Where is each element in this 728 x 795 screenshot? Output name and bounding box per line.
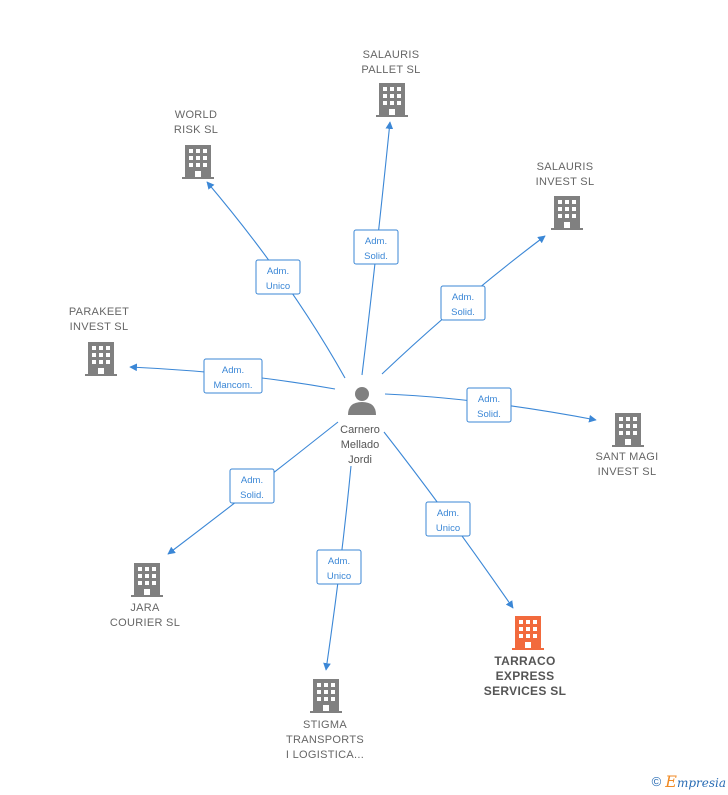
- role-text: Unico: [436, 523, 460, 534]
- role-text: Adm.: [328, 556, 350, 567]
- role-text: Adm.: [437, 508, 459, 519]
- brand-logo: Empresia: [665, 772, 726, 791]
- role-text: Adm.: [452, 292, 474, 303]
- company-label: INVEST SL: [536, 176, 595, 188]
- company-label: EXPRESS: [496, 669, 555, 683]
- company-label: TRANSPORTS: [286, 734, 364, 746]
- company-label: COURIER SL: [110, 617, 180, 629]
- role-badge[interactable]: Adm. Solid.: [229, 468, 275, 504]
- company-node-world-risk[interactable]: WORLD RISK SL: [174, 109, 218, 179]
- company-label: I LOGISTICA...: [286, 749, 364, 761]
- role-text: Unico: [327, 571, 351, 582]
- company-node-salauris-pallet[interactable]: SALAURIS PALLET SL: [361, 49, 420, 117]
- role-badge[interactable]: Adm. Solid.: [440, 285, 486, 321]
- company-node-sant-magi-invest[interactable]: SANT MAGI INVEST SL: [595, 413, 658, 478]
- role-text: Adm.: [222, 365, 244, 376]
- role-text: Unico: [266, 281, 290, 292]
- role-badge[interactable]: Adm. Mancom.: [203, 358, 263, 394]
- role-badge[interactable]: Adm. Unico: [255, 259, 301, 295]
- company-label: JARA: [130, 602, 160, 614]
- person-label: Jordi: [348, 454, 372, 466]
- person-icon: [348, 387, 376, 415]
- company-label: SALAURIS: [537, 161, 594, 173]
- company-label: SANT MAGI: [595, 451, 658, 463]
- role-badge[interactable]: Adm. Unico: [425, 501, 471, 537]
- company-label: INVEST SL: [70, 321, 129, 333]
- person-label: Mellado: [341, 439, 380, 451]
- company-node-salauris-invest[interactable]: SALAURIS INVEST SL: [536, 161, 595, 230]
- role-text: Solid.: [240, 490, 264, 501]
- role-text: Adm.: [365, 236, 387, 247]
- building-icon: [310, 679, 342, 713]
- building-icon: [131, 563, 163, 597]
- building-icon: [85, 342, 117, 376]
- footer-brand: © Empresia: [652, 772, 726, 791]
- role-badge[interactable]: Adm. Unico: [316, 549, 362, 585]
- copyright-icon: ©: [651, 774, 662, 789]
- company-label: TARRACO: [494, 654, 555, 668]
- role-text: Adm.: [241, 475, 263, 486]
- company-label: PALLET SL: [361, 64, 420, 76]
- role-text: Solid.: [364, 251, 388, 262]
- role-badge[interactable]: Adm. Solid.: [466, 387, 512, 423]
- company-label: SERVICES SL: [484, 684, 566, 698]
- role-badge[interactable]: Adm. Solid.: [353, 229, 399, 265]
- role-text: Mancom.: [213, 380, 252, 391]
- role-text: Solid.: [451, 307, 475, 318]
- building-icon: [612, 413, 644, 447]
- role-text: Adm.: [267, 266, 289, 277]
- company-node-stigma-transports[interactable]: STIGMA TRANSPORTS I LOGISTICA...: [286, 679, 364, 761]
- company-label: WORLD: [175, 109, 217, 121]
- company-node-jara-courier[interactable]: JARA COURIER SL: [110, 563, 180, 629]
- building-icon: [512, 616, 544, 650]
- company-label: STIGMA: [303, 719, 347, 731]
- building-icon: [551, 196, 583, 230]
- company-node-parakeet-invest[interactable]: PARAKEET INVEST SL: [69, 306, 129, 376]
- company-label: PARAKEET: [69, 306, 129, 318]
- company-label: INVEST SL: [598, 466, 657, 478]
- building-icon: [376, 83, 408, 117]
- role-text: Adm.: [478, 394, 500, 405]
- person-label: Carnero: [340, 424, 380, 436]
- company-label: RISK SL: [174, 124, 218, 136]
- role-text: Solid.: [477, 409, 501, 420]
- company-label: SALAURIS: [363, 49, 420, 61]
- building-icon: [182, 145, 214, 179]
